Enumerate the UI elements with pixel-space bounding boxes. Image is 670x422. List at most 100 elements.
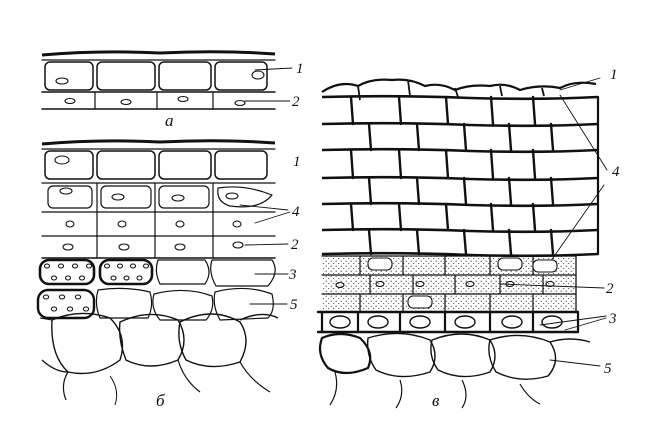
epidermal-cell bbox=[214, 150, 268, 180]
epidermal-cell bbox=[96, 150, 156, 180]
epidermal-cell bbox=[44, 150, 94, 180]
cork-cell-wall bbox=[549, 122, 555, 152]
nucleus bbox=[335, 281, 345, 289]
label-c-5: 5 bbox=[604, 361, 612, 377]
cork-cell bbox=[155, 259, 210, 285]
nucleus-vacuole bbox=[367, 257, 393, 271]
cork-cell-wall bbox=[397, 148, 403, 180]
label-b-4: 4 bbox=[292, 204, 300, 220]
suberized-cell bbox=[329, 315, 351, 329]
panel-letter-b: б bbox=[156, 391, 165, 410]
plastid bbox=[43, 263, 51, 269]
parenchyma-cell bbox=[178, 313, 247, 368]
cork-cell-wall bbox=[531, 202, 537, 232]
cork-cell bbox=[95, 287, 153, 319]
cork-cell-wall bbox=[507, 228, 513, 256]
cork-cell-wall bbox=[462, 176, 468, 206]
epidermal-cell bbox=[214, 61, 268, 91]
leader-line bbox=[499, 283, 605, 289]
cork-row-wall bbox=[321, 201, 599, 208]
plastid bbox=[50, 306, 58, 312]
plastid bbox=[74, 294, 82, 300]
parenchyma-cell bbox=[51, 312, 124, 375]
cork-cell-wall bbox=[367, 228, 373, 256]
cork-cell-wall bbox=[397, 95, 403, 126]
plastid bbox=[142, 263, 150, 269]
cork-cell-wall bbox=[444, 148, 450, 180]
plastid bbox=[71, 263, 79, 269]
suberized-cell bbox=[454, 315, 476, 329]
cork-row-wall bbox=[321, 94, 599, 101]
nucleus bbox=[545, 280, 555, 288]
panel-letter-a: а bbox=[165, 111, 174, 130]
label-a-1: 1 bbox=[296, 61, 304, 77]
suberized-cell bbox=[501, 315, 523, 329]
cork-cell-wall bbox=[489, 202, 495, 232]
cork-cell-wall bbox=[349, 202, 355, 232]
cork-cell-wall bbox=[444, 202, 450, 232]
cork-cell-wall bbox=[367, 176, 373, 206]
plastid bbox=[78, 275, 86, 281]
plastid bbox=[136, 275, 143, 281]
parenchyma-wall bbox=[39, 317, 118, 406]
plastid bbox=[64, 275, 72, 281]
leader-line bbox=[564, 317, 607, 331]
stippled-cytoplasm bbox=[322, 276, 576, 294]
cork-cell-wall bbox=[531, 95, 537, 126]
plastid bbox=[82, 306, 90, 312]
plastid bbox=[66, 306, 74, 312]
nucleus bbox=[55, 77, 69, 85]
label-c-3: 3 bbox=[609, 311, 617, 327]
label-b-5: 5 bbox=[290, 297, 298, 313]
label-c-4: 4 bbox=[612, 164, 620, 180]
suberized-cell bbox=[409, 315, 431, 329]
cork-cell bbox=[152, 289, 214, 321]
leader-line bbox=[549, 359, 601, 367]
label-c-2: 2 bbox=[606, 281, 614, 297]
parenchyma-cell bbox=[118, 313, 185, 367]
nucleus-vacuole bbox=[497, 257, 523, 271]
parenchyma-cell bbox=[549, 338, 591, 343]
nucleus bbox=[65, 220, 75, 228]
epidermal-cell bbox=[96, 61, 156, 91]
cuticle-line bbox=[41, 139, 276, 146]
cork-cell-wall bbox=[415, 122, 421, 152]
leader-line bbox=[547, 184, 605, 266]
plastid bbox=[85, 263, 93, 269]
epidermal-cell bbox=[44, 61, 94, 91]
nucleus bbox=[111, 193, 125, 201]
cork-cell-wall bbox=[349, 148, 355, 180]
label-a-2: 2 bbox=[292, 94, 300, 110]
leader-line bbox=[539, 315, 607, 326]
plastid bbox=[58, 294, 66, 300]
nucleus-vacuole bbox=[407, 295, 433, 309]
parenchyma-cell bbox=[318, 332, 372, 375]
parenchyma-cell bbox=[366, 332, 436, 378]
nucleus bbox=[232, 220, 242, 228]
cork-cell bbox=[213, 287, 274, 321]
cork-cell-wall bbox=[507, 122, 513, 152]
nucleus bbox=[251, 70, 265, 80]
cork-cell-wall bbox=[462, 122, 468, 152]
inner-cell bbox=[47, 185, 93, 209]
nucleus bbox=[120, 98, 132, 106]
cork-cell-wall bbox=[489, 148, 495, 180]
suberized-cell bbox=[36, 288, 96, 320]
cork-cell-wall bbox=[415, 228, 421, 256]
cork-row-wall bbox=[321, 121, 599, 128]
nucleus-vacuole bbox=[532, 259, 558, 273]
cork-cell-wall bbox=[349, 95, 355, 126]
cork-cell-wall bbox=[549, 228, 555, 256]
plastid bbox=[57, 263, 65, 269]
nucleus bbox=[175, 220, 185, 228]
nucleus bbox=[118, 243, 130, 251]
suberized-cell bbox=[98, 258, 154, 286]
panel-letter-c: в bbox=[432, 391, 440, 410]
parenchyma-cell bbox=[488, 334, 557, 380]
inner-cell bbox=[100, 185, 152, 209]
inner-cell bbox=[158, 185, 210, 209]
label-b-3: 3 bbox=[289, 267, 297, 283]
suberized-cell bbox=[38, 258, 96, 286]
cork-cell-wall bbox=[531, 148, 537, 180]
